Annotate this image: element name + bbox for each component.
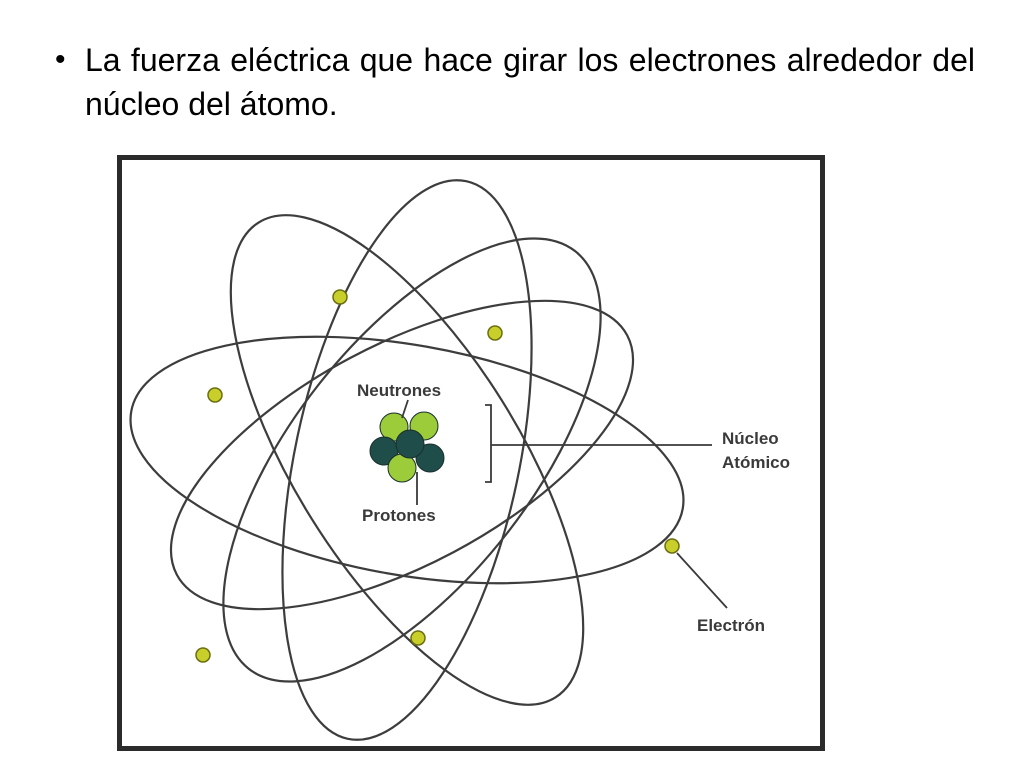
electron-3 — [207, 387, 223, 403]
nucleus-bracket — [485, 404, 492, 483]
orbit-1 — [129, 335, 685, 585]
atom-diagram-frame: Neutrones Protones Núcleo Atómico Electr… — [117, 155, 825, 751]
label-protons: Protones — [362, 506, 436, 525]
orbit-2 — [169, 299, 635, 611]
bullet-text: La fuerza eléctrica que hace girar los e… — [85, 42, 975, 122]
label-neutrons: Neutrones — [357, 381, 441, 400]
electron-1 — [332, 289, 348, 305]
electron-4 — [664, 538, 680, 554]
nucleus — [369, 411, 445, 483]
electron-5 — [410, 630, 426, 646]
orbit-3 — [229, 214, 585, 706]
orbit-5 — [222, 237, 602, 683]
atom-diagram: Neutrones Protones Núcleo Atómico Electr… — [129, 179, 790, 741]
orbit-4 — [281, 179, 533, 741]
label-nucleus-line1: Núcleo — [722, 429, 779, 448]
electron-2 — [487, 325, 503, 341]
neutrons-leader — [401, 399, 409, 419]
bullet-point: • La fuerza eléctrica que hace girar los… — [55, 38, 975, 126]
label-nucleus-line2: Atómico — [722, 453, 790, 472]
electron-leader — [676, 552, 728, 609]
neutron-2 — [415, 443, 445, 473]
neutron-3 — [395, 429, 425, 459]
bullet-marker: • — [55, 43, 66, 76]
electron-6 — [195, 647, 211, 663]
label-electron: Electrón — [697, 616, 765, 635]
